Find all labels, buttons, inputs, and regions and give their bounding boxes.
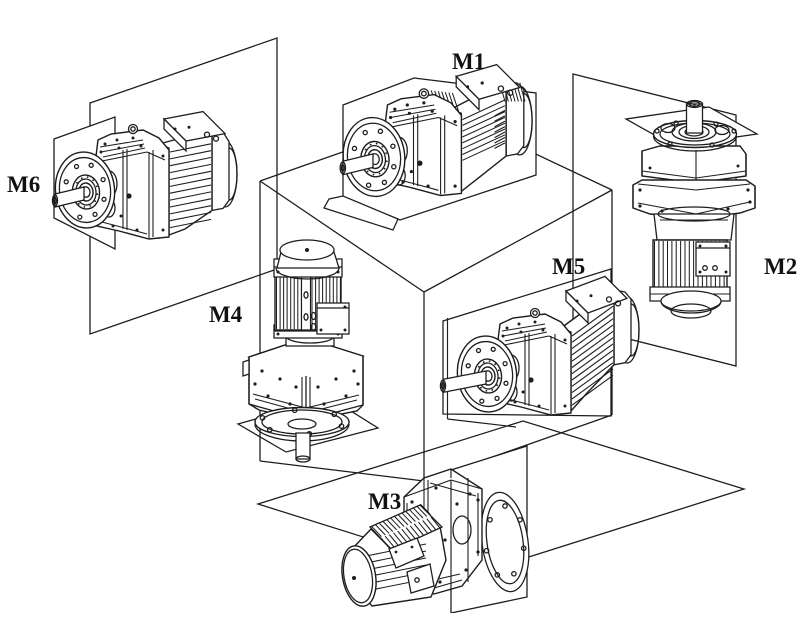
svg-text:M1: M1 xyxy=(452,49,485,74)
svg-text:M4: M4 xyxy=(209,302,243,327)
svg-text:M3: M3 xyxy=(368,489,401,514)
svg-text:M2: M2 xyxy=(764,254,797,279)
svg-text:M6: M6 xyxy=(7,172,40,197)
svg-text:M5: M5 xyxy=(552,254,585,279)
